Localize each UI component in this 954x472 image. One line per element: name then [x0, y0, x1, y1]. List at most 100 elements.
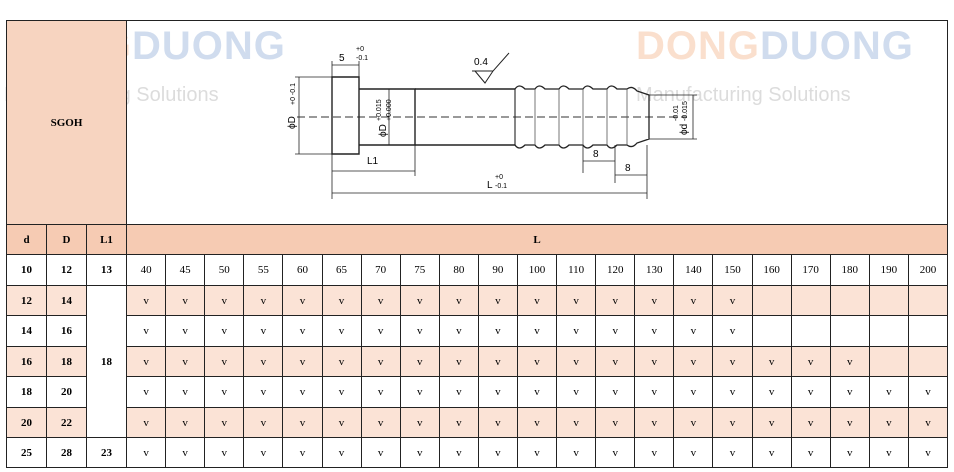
availability-cell: v: [321, 285, 362, 316]
length-cell: 65: [321, 254, 362, 286]
availability-cell: v: [634, 437, 675, 468]
availability-cell: v: [126, 437, 167, 468]
availability-cell: [868, 285, 909, 316]
svg-text:-0.01: -0.01: [673, 105, 680, 121]
availability-cell: v: [438, 346, 479, 377]
availability-cell: v: [399, 285, 440, 316]
availability-cell: v: [360, 315, 401, 347]
availability-cell: v: [165, 346, 206, 377]
length-cell: 40: [126, 254, 167, 286]
availability-cell: [868, 346, 909, 377]
availability-cell: v: [360, 407, 401, 438]
availability-cell: v: [673, 437, 714, 468]
availability-cell: v: [360, 437, 401, 468]
availability-cell: v: [360, 285, 401, 316]
table-row: 18 20 v v v v v v v v v v v v v v v v v …: [6, 376, 949, 408]
length-cell: 100: [516, 254, 558, 286]
availability-cell: [907, 315, 949, 347]
availability-cell: v: [204, 315, 245, 347]
availability-cell: v: [243, 407, 284, 438]
availability-cell: v: [712, 346, 753, 377]
cell-d: 20: [6, 407, 47, 438]
availability-cell: v: [165, 437, 206, 468]
availability-cell: v: [321, 346, 362, 377]
availability-cell: v: [634, 407, 675, 438]
availability-cell: v: [556, 376, 597, 408]
availability-cell: v: [126, 315, 167, 347]
availability-cell: v: [712, 376, 753, 408]
length-cell: 110: [556, 254, 597, 286]
availability-cell: [907, 285, 949, 316]
availability-cell: v: [126, 376, 167, 408]
availability-cell: [907, 346, 949, 377]
svg-text:+0 -0.1: +0 -0.1: [290, 83, 297, 105]
availability-cell: v: [243, 346, 284, 377]
availability-cell: [829, 315, 870, 347]
availability-cell: v: [595, 437, 636, 468]
length-cell: 190: [868, 254, 909, 286]
cell-D: 14: [46, 285, 87, 316]
availability-cell: v: [634, 285, 675, 316]
availability-cell: v: [516, 407, 558, 438]
availability-cell: v: [556, 407, 597, 438]
availability-cell: v: [751, 437, 792, 468]
length-cell: 55: [243, 254, 284, 286]
svg-text:5: 5: [339, 53, 345, 64]
availability-cell: v: [673, 285, 714, 316]
availability-cell: v: [634, 376, 675, 408]
availability-cell: v: [477, 285, 518, 316]
table-row: 20 22 v v v v v v v v v v v v v v v v v …: [6, 407, 949, 438]
cell-D: 22: [46, 407, 87, 438]
availability-cell: v: [321, 407, 362, 438]
availability-cell: v: [165, 285, 206, 316]
cell-L1-merged: 18: [85, 285, 128, 438]
availability-cell: v: [438, 285, 479, 316]
availability-cell: v: [595, 376, 636, 408]
availability-cell: v: [282, 407, 323, 438]
availability-cell: v: [516, 376, 558, 408]
svg-text:ϕd: ϕd: [679, 124, 690, 135]
availability-cell: v: [282, 285, 323, 316]
col-header-L: L: [126, 224, 949, 255]
cell-D: 28: [46, 437, 87, 468]
cell-d: 10: [6, 254, 47, 286]
availability-cell: v: [399, 346, 440, 377]
availability-cell: v: [321, 315, 362, 347]
availability-cell: v: [126, 285, 167, 316]
length-cell: 50: [204, 254, 245, 286]
svg-text:L1: L1: [367, 156, 379, 167]
availability-cell: v: [790, 437, 831, 468]
availability-cell: v: [829, 407, 870, 438]
cell-d: 12: [6, 285, 47, 316]
availability-cell: v: [243, 315, 284, 347]
availability-cell: v: [204, 376, 245, 408]
availability-cell: v: [165, 376, 206, 408]
svg-text:+0.000: +0.000: [386, 99, 393, 121]
availability-cell: v: [790, 407, 831, 438]
availability-cell: v: [399, 407, 440, 438]
length-cell: 75: [399, 254, 440, 286]
availability-cell: v: [321, 376, 362, 408]
availability-cell: v: [477, 376, 518, 408]
availability-cell: v: [829, 437, 870, 468]
table-row: 12 14 18 v v v v v v v v v v v v v v v v: [6, 285, 949, 438]
cell-D: 12: [46, 254, 87, 286]
availability-cell: v: [634, 315, 675, 347]
drawing-row: SGOH: [5, 20, 949, 225]
availability-cell: v: [712, 315, 753, 347]
cell-D: 16: [46, 315, 87, 347]
availability-cell: v: [165, 407, 206, 438]
availability-cell: v: [438, 407, 479, 438]
availability-cell: v: [399, 315, 440, 347]
svg-text:+0: +0: [356, 46, 364, 53]
length-cell: 170: [790, 254, 831, 286]
availability-cell: v: [829, 376, 870, 408]
svg-text:+0.015: +0.015: [376, 99, 383, 121]
col-header-L1: L1: [85, 224, 128, 255]
length-cell: 150: [712, 254, 753, 286]
availability-cell: v: [751, 407, 792, 438]
availability-cell: [790, 285, 831, 316]
length-cell: 120: [595, 254, 636, 286]
svg-text:-0.1: -0.1: [495, 183, 507, 190]
cell-d: 16: [6, 346, 47, 377]
